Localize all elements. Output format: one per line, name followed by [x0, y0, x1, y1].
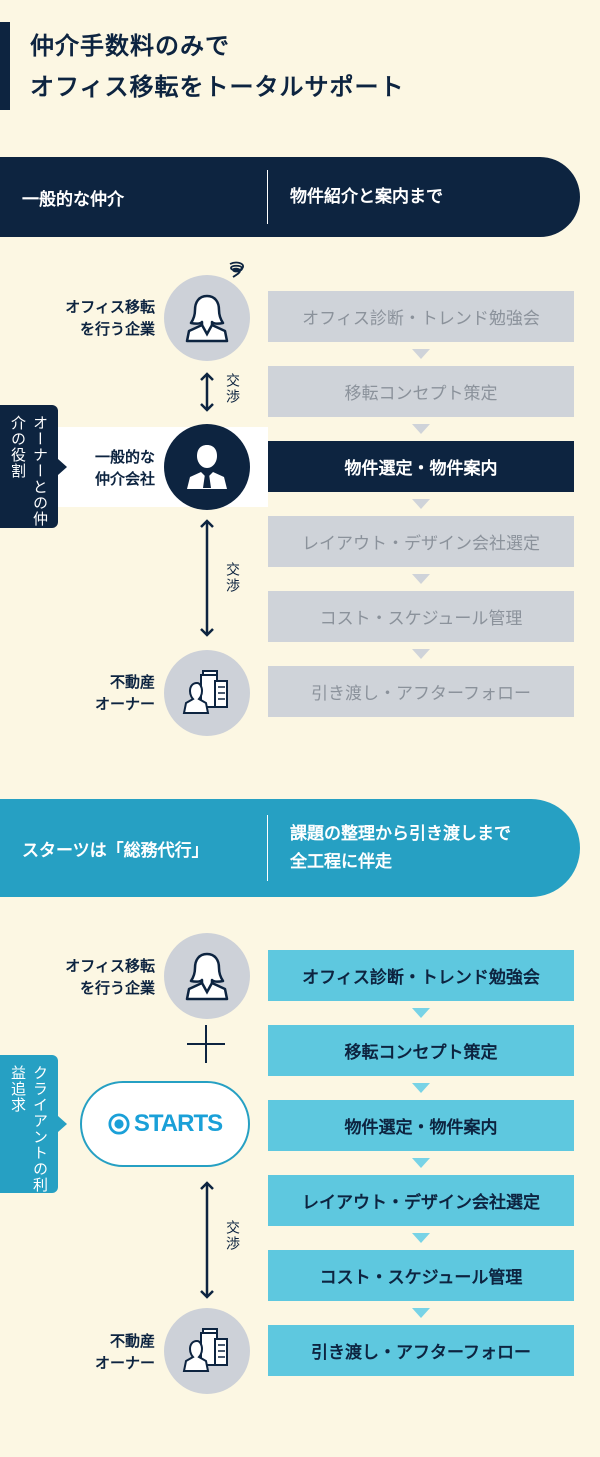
general-company-avatar [164, 275, 250, 361]
starts-logo-text: STARTS [133, 1110, 223, 1137]
page-title: 仲介手数料のみで オフィス移転をトータルサポート [30, 26, 405, 108]
client-interest-callout-text: クライアントの利益追求 [9, 1065, 49, 1193]
general-company-label-line2: を行う企業 [79, 320, 155, 338]
banner-divider [267, 815, 268, 881]
step-arrow-icon [412, 1158, 430, 1168]
general-broker-avatar [164, 424, 250, 510]
general-owner-label-line2: オーナー [94, 695, 155, 713]
starts-company-avatar [164, 933, 250, 1019]
general-step-4: レイアウト・デザイン会社選定 [268, 516, 574, 567]
building-owner-icon [182, 1328, 228, 1372]
general-broker-banner: 一般的な仲介 物件紹介と案内まで [0, 157, 580, 237]
general-owner-avatar [164, 650, 250, 736]
owner-mediation-callout-text: オーナーとの仲介の役割 [9, 415, 49, 527]
general-broker-label: 一般的な 仲介会社 [70, 446, 155, 490]
general-company-label: オフィス移転 を行う企業 [30, 296, 155, 340]
starts-company-label-line2: を行う企業 [79, 979, 155, 997]
step-arrow-icon [412, 649, 430, 659]
step-arrow-icon [412, 1308, 430, 1318]
starts-banner-desc-line2: 全工程に伴走 [290, 852, 392, 872]
negotiation-double-arrow-icon [200, 1181, 214, 1299]
starts-owner-avatar [164, 1308, 250, 1394]
page-title-line1: 仲介手数料のみで [30, 32, 230, 60]
general-company-label-line1: オフィス移転 [65, 298, 155, 316]
general-broker-label-line2: 仲介会社 [94, 470, 155, 488]
businesswoman-icon [185, 952, 229, 1001]
general-broker-label-line1: 一般的な [94, 448, 155, 466]
starts-step-1: オフィス診断・トレンド勉強会 [268, 950, 574, 1001]
callout-pointer [58, 458, 67, 475]
starts-step-5: コスト・スケジュール管理 [268, 1250, 574, 1301]
step-arrow-icon [412, 1233, 430, 1243]
starts-step-3: 物件選定・物件案内 [268, 1100, 574, 1151]
starts-logo: STARTS [80, 1081, 250, 1167]
starts-banner-title: スターツは「総務代行」 [22, 840, 209, 861]
general-step-5: コスト・スケジュール管理 [268, 591, 574, 642]
general-banner-desc: 物件紹介と案内まで [290, 187, 443, 207]
starts-owner-label-line1: 不動産 [109, 1332, 155, 1350]
negotiation-double-arrow-icon [200, 519, 214, 637]
general-owner-label: 不動産 オーナー [60, 671, 155, 715]
starts-step-4: レイアウト・デザイン会社選定 [268, 1175, 574, 1226]
general-step-1: オフィス診断・トレンド勉強会 [268, 291, 574, 342]
general-step-3-active: 物件選定・物件案内 [268, 441, 574, 492]
negotiation-label: 交渉 [224, 562, 240, 594]
starts-banner: スターツは「総務代行」 課題の整理から引き渡しまで 全工程に伴走 [0, 799, 580, 897]
step-arrow-icon [412, 424, 430, 434]
step-arrow-icon [412, 574, 430, 584]
negotiation-label: 交渉 [224, 1220, 240, 1252]
starts-owner-label: 不動産 オーナー [60, 1330, 155, 1374]
step-arrow-icon [412, 1083, 430, 1093]
starts-step-6: 引き渡し・アフターフォロー [268, 1325, 574, 1376]
starts-step-2: 移転コンセプト策定 [268, 1025, 574, 1076]
page-title-line2: オフィス移転をトータルサポート [30, 73, 405, 101]
starts-banner-desc: 課題の整理から引き渡しまで 全工程に伴走 [290, 799, 511, 897]
general-step-2: 移転コンセプト策定 [268, 366, 574, 417]
step-arrow-icon [412, 349, 430, 359]
step-arrow-icon [412, 499, 430, 509]
starts-company-label-line1: オフィス移転 [65, 957, 155, 975]
confused-scribble-icon [229, 261, 244, 278]
plus-icon [187, 1025, 225, 1063]
starts-owner-label-line2: オーナー [94, 1354, 155, 1372]
general-banner-title: 一般的な仲介 [22, 189, 124, 210]
businessman-icon [187, 445, 227, 489]
general-step-6: 引き渡し・アフターフォロー [268, 666, 574, 717]
starts-logo-mark-icon [108, 1113, 130, 1135]
worried-businesswoman-icon [185, 294, 229, 343]
banner-divider [267, 170, 268, 224]
general-owner-label-line1: 不動産 [109, 673, 155, 691]
client-interest-callout: クライアントの利益追求 [0, 1055, 67, 1193]
starts-company-label: オフィス移転 を行う企業 [30, 955, 155, 999]
title-accent-bar [0, 22, 10, 110]
callout-pointer [58, 1116, 67, 1132]
owner-mediation-callout: オーナーとの仲介の役割 [0, 405, 67, 528]
starts-banner-desc-line1: 課題の整理から引き渡しまで [290, 824, 511, 844]
negotiation-double-arrow-icon [200, 372, 214, 412]
building-owner-icon [182, 670, 228, 714]
step-arrow-icon [412, 1008, 430, 1018]
negotiation-label: 交渉 [224, 373, 240, 405]
